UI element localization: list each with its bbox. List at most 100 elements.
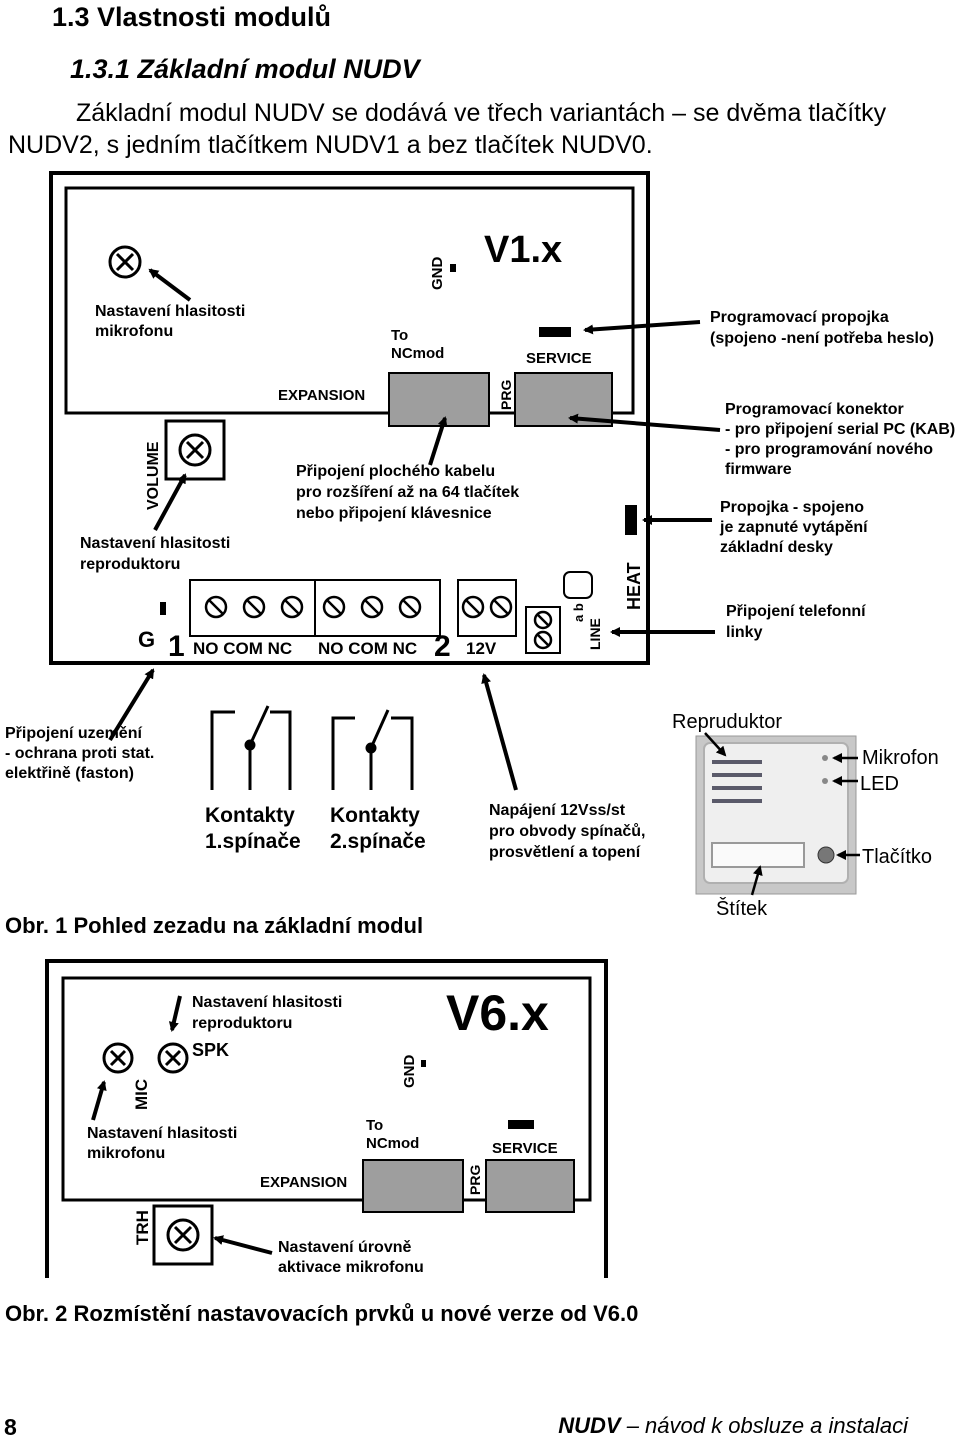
g-pin	[160, 602, 166, 615]
prog-jumper-label-2: (spojeno -není potřeba heslo)	[710, 330, 934, 347]
terminal-block-line	[525, 606, 561, 654]
intro-paragraph: Základní modul NUDV se dodává ve třech v…	[8, 99, 887, 159]
flat-cable-label-2: pro rozšíření až na 64 tlačítek	[296, 484, 519, 501]
heat-pad	[563, 571, 593, 599]
heat-jumper-label-3: základní desky	[720, 539, 833, 556]
heat-jumper-label-1: Propojka - spojeno	[720, 499, 864, 516]
heat-label: HEAT	[624, 562, 644, 610]
v6-gnd-pin	[421, 1060, 426, 1067]
mic-volume-pot-icon	[108, 245, 142, 279]
board-outline-v6	[45, 959, 608, 1278]
trh-pot-icon	[152, 1204, 214, 1266]
flat-cable-label-3: nebo připojení klávesnice	[296, 505, 492, 522]
12v-label: 12V	[466, 639, 497, 658]
ground-label-3: elektřině (faston)	[5, 765, 134, 782]
mic-volume-label-1: Nastavení hlasitosti	[95, 303, 245, 320]
ab-label: a b	[571, 603, 586, 622]
contacts-2-label-2: 2.spínače	[330, 830, 426, 853]
relay-1-contact-symbol	[210, 705, 292, 790]
v6-spk-volume-label-2: reproduktoru	[192, 1015, 292, 1032]
relay-2-number: 2	[434, 630, 451, 663]
relay-2-terminals: NO COM NC	[318, 639, 417, 658]
expansion-connector	[388, 372, 490, 427]
v6-service-jumper	[508, 1120, 534, 1129]
v6-mic-volume-label-2: mikrofonu	[87, 1145, 165, 1162]
v6-service-label: SERVICE	[492, 1140, 558, 1157]
spk-label: SPK	[192, 1040, 229, 1060]
figure-1-diagram: Nastavení hlasitosti mikrofonu GND V1.x …	[5, 171, 955, 938]
terminal-block-relays	[189, 579, 441, 637]
prog-connector-label-1: Programovací konektor	[725, 401, 904, 418]
speaker-label: Repruduktor	[672, 711, 782, 733]
v6-expansion-connector	[362, 1159, 464, 1213]
v6-prg-connector	[485, 1159, 575, 1213]
v6-gnd-label: GND	[401, 1055, 418, 1089]
v6-prg-label: PRG	[467, 1165, 483, 1195]
mic-volume-label-2: mikrofonu	[95, 323, 173, 340]
ground-label-1: Připojení uzemění	[5, 725, 142, 742]
gnd-pin	[450, 264, 456, 272]
contacts-1-label-2: 1.spínače	[205, 830, 301, 853]
version-label-v1: V1.x	[484, 229, 562, 271]
to-ncmod-label-1: To	[391, 327, 408, 344]
mic-level-label-2: aktivace mikrofonu	[278, 1259, 424, 1276]
prog-connector-label-2: - pro připojení serial PC (KAB)	[725, 421, 955, 438]
v6-spk-pot-icon	[157, 1042, 189, 1074]
v6-spk-volume-label-1: Nastavení hlasitosti	[192, 994, 342, 1011]
board-outline-v1	[49, 171, 650, 665]
microphone-label: Mikrofon	[862, 747, 939, 769]
spk-volume-label-1: Nastavení hlasitosti	[80, 535, 230, 552]
volume-label: VOLUME	[145, 441, 162, 510]
phone-line-label-1: Připojení telefonní	[726, 603, 866, 620]
service-label: SERVICE	[526, 350, 592, 367]
line-label: LINE	[587, 618, 603, 650]
prog-connector-label-3: - pro programování nového	[725, 441, 933, 458]
relay-2-contact-symbol	[331, 709, 414, 790]
tag-label: Štítek	[716, 897, 768, 920]
relay-1-terminals: NO COM NC	[193, 639, 292, 658]
mic-label: MIC	[132, 1079, 151, 1110]
heat-jumper	[625, 505, 637, 535]
contacts-1-label-1: Kontakty	[205, 804, 295, 827]
spk-volume-label-2: reproduktoru	[80, 556, 180, 573]
v6-mic-pot-icon	[102, 1042, 134, 1074]
figure-2-caption: Obr. 2 Rozmístění nastavovacích prvků u …	[5, 1301, 638, 1326]
led-label: LED	[860, 773, 899, 795]
phone-line-label-2: linky	[726, 624, 763, 641]
mic-level-label-1: Nastavení úrovně	[278, 1239, 411, 1256]
prog-jumper-label-1: Programovací propojka	[710, 309, 889, 326]
terminal-block-12v	[457, 579, 517, 637]
v6-to-ncmod-label-1: To	[366, 1117, 383, 1134]
contacts-2-label-1: Kontakty	[330, 804, 420, 827]
power-label-2: pro obvody spínačů,	[489, 823, 645, 840]
footer-subtitle: – návod k obsluze a instalaci	[620, 1413, 908, 1438]
footer-title: NUDV – návod k obsluze a instalaci	[558, 1413, 908, 1439]
board-inner-outline-v6	[61, 976, 592, 1202]
speaker-volume-pot-icon	[164, 419, 226, 481]
power-label-3: prosvětlení a topení	[489, 844, 641, 861]
figure-2-diagram: V6.x Nastavení hlasitosti reproduktoru S…	[5, 959, 638, 1326]
front-panel-image	[695, 735, 857, 895]
page-number: 8	[4, 1414, 17, 1440]
footer-product: NUDV	[558, 1413, 621, 1438]
heat-jumper-label-2: je zapnuté vytápění	[719, 519, 868, 536]
power-label-1: Napájení 12Vss/st	[489, 802, 626, 819]
expansion-label: EXPANSION	[278, 387, 365, 404]
subsection-heading: 1.3.1 Základní modul NUDV	[70, 54, 420, 84]
section-heading: 1.3 Vlastnosti modulů	[52, 2, 332, 32]
service-jumper	[539, 327, 571, 337]
trh-label: TRH	[133, 1210, 152, 1245]
to-ncmod-label-2: NCmod	[391, 345, 444, 362]
prog-connector-label-4: firmware	[725, 461, 792, 478]
gnd-label: GND	[429, 257, 446, 291]
version-label-v6: V6.x	[446, 985, 549, 1041]
prg-label: PRG	[498, 380, 514, 410]
flat-cable-label-1: Připojení plochého kabelu	[296, 463, 495, 480]
v6-to-ncmod-label-2: NCmod	[366, 1135, 419, 1152]
ground-label-2: - ochrana proti stat.	[5, 745, 154, 762]
prg-connector	[514, 372, 613, 427]
v6-mic-volume-label-1: Nastavení hlasitosti	[87, 1125, 237, 1142]
v6-expansion-label: EXPANSION	[260, 1174, 347, 1191]
figure-1-caption: Obr. 1 Pohled zezadu na základní modul	[5, 913, 423, 938]
button-label: Tlačítko	[862, 846, 932, 868]
